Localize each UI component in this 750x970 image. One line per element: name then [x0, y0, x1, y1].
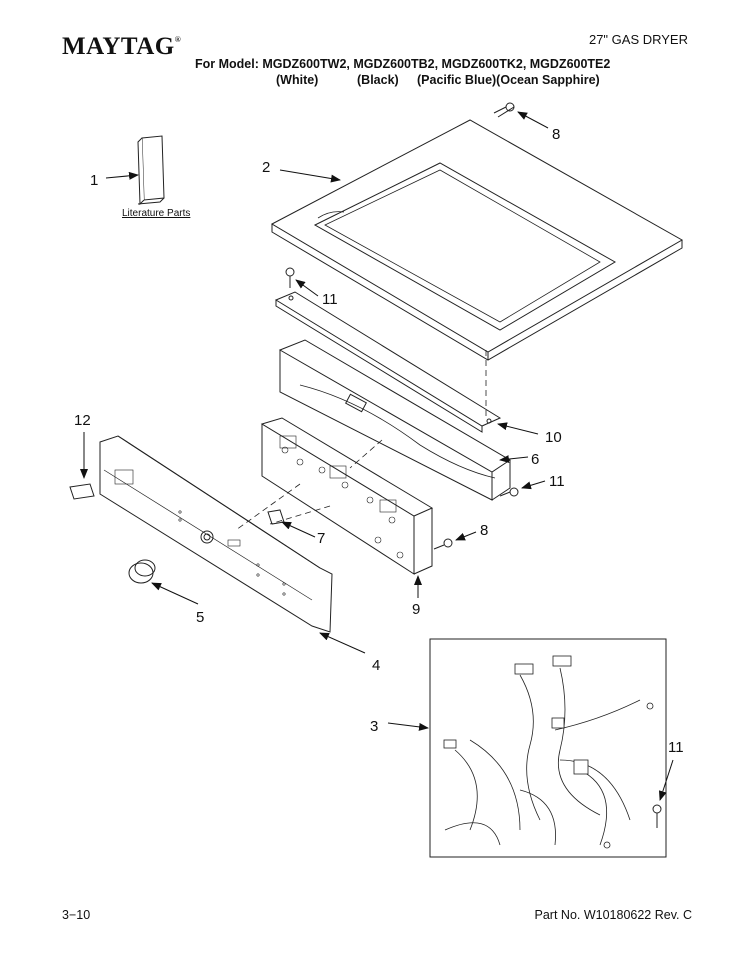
page-number: 3−10	[62, 908, 91, 922]
control-bracket	[274, 291, 502, 433]
callout-7: 7	[317, 530, 325, 547]
callout-1: 1	[90, 172, 98, 189]
callout-3: 3	[370, 718, 378, 735]
leader-11c	[658, 759, 674, 801]
callout-12: 12	[74, 412, 91, 429]
callout-8-top: 8	[552, 126, 560, 143]
leader-11b	[521, 480, 546, 490]
leader-1	[105, 171, 139, 180]
leader-3	[387, 722, 429, 731]
callout-11-top: 11	[322, 291, 338, 308]
control-knob	[128, 559, 156, 584]
callout-8-right: 8	[480, 522, 488, 539]
screw-11-harness	[652, 804, 662, 828]
leader-11a	[295, 279, 319, 297]
leader-4	[319, 632, 366, 654]
leader-7	[281, 521, 316, 538]
leader-8a	[517, 111, 549, 129]
callout-11-right: 11	[549, 473, 565, 490]
literature-booklet	[137, 135, 165, 206]
indicator-light	[267, 509, 285, 525]
brand-logo: MAYTAG®	[62, 33, 181, 61]
callout-6: 6	[531, 451, 539, 468]
callout-11-harness: 11	[668, 739, 684, 756]
screw-8-top	[493, 102, 515, 118]
leader-5	[151, 582, 199, 605]
screw-11-right	[499, 487, 519, 497]
registered-mark: ®	[174, 35, 182, 44]
part-number: Part No. W10180622 Rev. C	[534, 908, 692, 922]
control-board	[260, 417, 434, 575]
screw-8-right	[433, 538, 453, 550]
callout-9: 9	[412, 601, 420, 618]
callout-5: 5	[196, 609, 204, 626]
callout-4: 4	[372, 657, 380, 674]
console-support	[278, 339, 511, 501]
console-badge	[69, 483, 95, 500]
top-panel	[270, 119, 684, 361]
wire-harness	[429, 638, 667, 858]
finish-black: (Black)	[357, 73, 399, 87]
brand-name: MAYTAG	[62, 33, 175, 60]
finish-white: (White)	[276, 73, 319, 87]
screw-11-top	[285, 267, 295, 288]
model-line: For Model: MGDZ600TW2, MGDZ600TB2, MGDZ6…	[195, 57, 611, 71]
leader-6	[499, 455, 529, 464]
callout-10: 10	[545, 429, 562, 446]
leader-8b	[455, 531, 477, 541]
dryer-type: 27" GAS DRYER	[588, 32, 688, 47]
literature-parts-label: Literature Parts	[122, 208, 191, 219]
callout-2: 2	[262, 159, 270, 176]
leader-2	[279, 169, 341, 183]
leader-10	[497, 422, 539, 435]
console-panel	[99, 435, 333, 633]
finish-blue-sapphire: (Pacific Blue)(Ocean Sapphire)	[417, 73, 600, 87]
